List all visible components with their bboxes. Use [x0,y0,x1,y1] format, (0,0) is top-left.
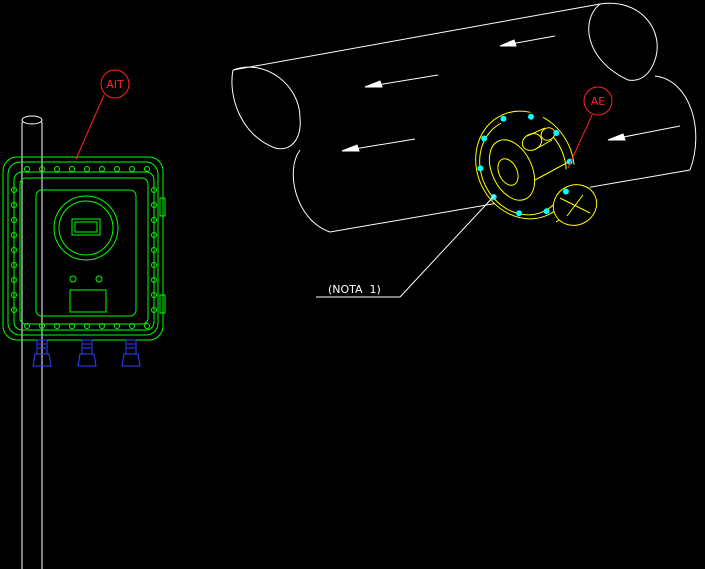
cable-gland-3 [121,339,141,367]
enclosure-bolt [69,166,75,172]
enclosure-bolt [129,166,135,172]
enclosure-bolt [99,323,105,329]
enclosure-bolt [114,166,120,172]
flow-arrow-2 [364,74,439,88]
note-leader-line [399,194,496,298]
ait-tag: AIT [75,69,130,160]
enclosure-bolt [151,247,157,253]
enclosure-bolt [151,307,157,313]
ae-tag-label: AE [591,95,606,108]
flange-bolt [562,188,569,195]
enclosure-bolt [151,262,157,268]
flange-bolt [500,115,507,122]
enclosure-bolt [151,202,157,208]
enclosure-bolt [11,217,17,223]
flow-arrow-1 [499,35,556,47]
enclosure-bolt [129,323,135,329]
enclosure-bolt [151,232,157,238]
ae-tag-circle [583,86,613,116]
enclosure-bolt [24,323,30,329]
enclosure-bolt [11,277,17,283]
enclosure-bolt [151,217,157,223]
ait-tag-circle [100,69,130,99]
enclosure-bolt [151,292,157,298]
enclosure-bolt [151,277,157,283]
note-label: (NOTA 1) [328,283,381,296]
flange-bolt [481,135,488,142]
flow-arrow-4 [607,125,681,141]
flange-bolt [516,210,522,217]
enclosure-bolt [39,323,45,329]
flange-bolt [553,130,560,136]
flange-bolt [528,113,534,120]
enclosure-bolt [114,323,120,329]
enclosure-bolt [39,166,45,172]
flow-arrow-3 [341,138,416,152]
cable-gland-2 [77,339,97,367]
ait-leader-line [75,94,105,160]
sensor-body [488,139,536,201]
enclosure-bolt [11,232,17,238]
enclosure-bolt [144,323,150,329]
ait-tag-label: AIT [106,78,124,91]
flange-bolt [477,165,484,172]
ae-leader-line [567,114,593,169]
sensor-element [475,110,598,226]
enclosure-bolt [54,323,60,329]
process-pipe [231,2,697,233]
enclosure-bolt [144,166,150,172]
enclosure-bolt [11,247,17,253]
enclosure-bolt [84,323,90,329]
enclosure-bolt [54,166,60,172]
enclosure-bolt [69,323,75,329]
note-callout: (NOTA 1) [316,194,496,298]
enclosure-bolt [11,307,17,313]
flow-arrows [341,35,681,152]
cable-glands [32,339,141,367]
flange-bolt [543,208,550,215]
enclosure-bolt [84,166,90,172]
support-pipe [21,115,43,569]
cable-gland-1 [32,339,52,367]
enclosure-bolt [11,262,17,268]
enclosure-bolt [99,166,105,172]
enclosure-bolt [24,166,30,172]
enclosure-bolt [11,202,17,208]
ae-tag: AE [567,86,613,169]
enclosure-bolt [11,187,17,193]
enclosure-bolts [11,166,157,329]
enclosure-bolt [151,187,157,193]
transmitter-enclosure [2,156,166,341]
enclosure-bolt [11,292,17,298]
